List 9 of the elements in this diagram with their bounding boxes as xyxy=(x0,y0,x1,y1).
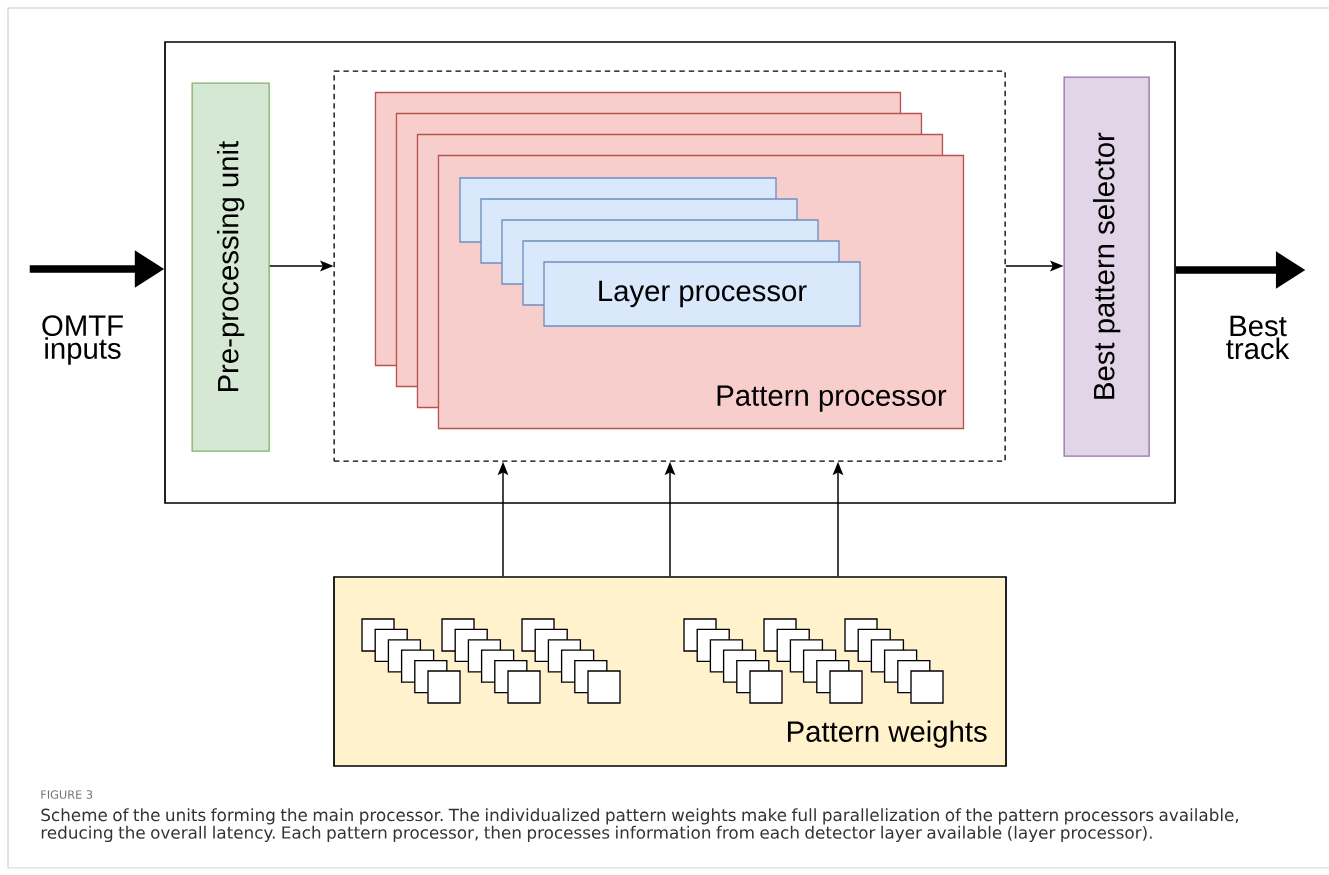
input-label: OMTF inputs xyxy=(42,315,123,365)
arrow xyxy=(1175,251,1306,289)
output-label: Best track xyxy=(1226,315,1290,360)
unit-box: Pre-processing unit xyxy=(191,82,270,452)
arrow xyxy=(29,250,165,288)
selector-box: Best pattern selector xyxy=(1063,76,1150,457)
figure-number: FIGURE 3 xyxy=(41,790,93,799)
caption: Scheme of the units forming the main processor. The individualized pattern weights make full parallelization of the pattern processors available, reducing the overall latency. Each pattern processor, then processes information from each detector layer available (layer processor). xyxy=(41,808,1239,843)
layer-box: Layer processor xyxy=(543,261,861,327)
